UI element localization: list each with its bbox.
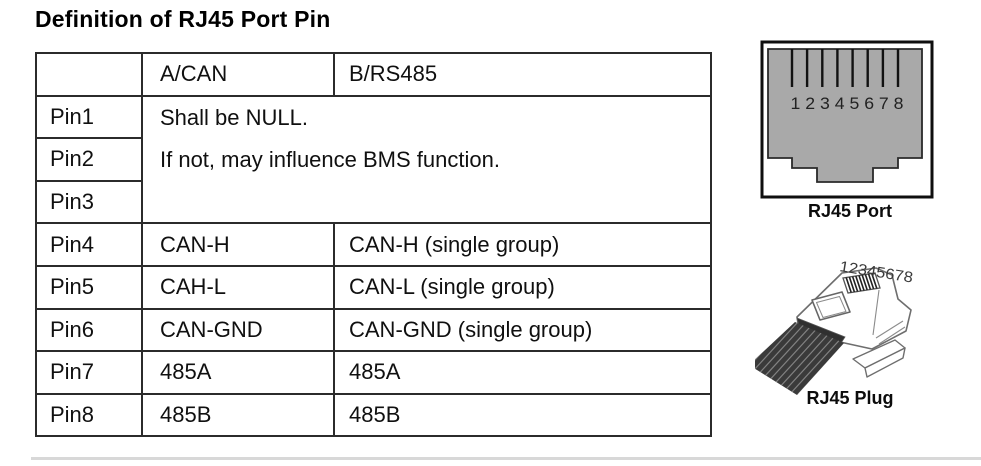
cell-b-rs485: CAN-L (single group) — [333, 264, 712, 310]
header-row: A/CAN B/RS485 — [35, 52, 712, 97]
note-line-1: Shall be NULL. — [160, 104, 308, 130]
cell-a-can: CAN-H — [141, 222, 335, 267]
cell-b-rs485: 485A — [333, 350, 712, 395]
cell-a-can: 485A — [141, 350, 335, 395]
bottom-divider — [31, 457, 981, 460]
plug-latch — [852, 339, 906, 378]
table-row: Pin7 485A 485A — [35, 350, 712, 395]
header-a-can: A/CAN — [141, 52, 335, 97]
pin-label-pin2: Pin2 — [35, 137, 143, 182]
table-row: Pin6 CAN-GND CAN-GND (single group) — [35, 307, 712, 353]
cell-b-rs485: CAN-GND (single group) — [333, 307, 712, 353]
cell-b-rs485: 485B — [333, 392, 712, 438]
table-row: Pin8 485B 485B — [35, 392, 712, 438]
plug-caption: RJ45 Plug — [806, 388, 894, 408]
plug-pin-hatch — [845, 273, 878, 293]
table-row: Pin1 Shall be NULL. If not, may influenc… — [35, 94, 712, 225]
pin-label-pin8: Pin8 — [35, 392, 143, 438]
page-title: Definition of RJ45 Port Pin — [35, 6, 331, 32]
cell-b-rs485: CAN-H (single group) — [333, 222, 712, 267]
pin-definition-table: A/CAN B/RS485 Pin1 Shall be NULL. If not… — [35, 52, 712, 438]
pin-label-pin1: Pin1 — [35, 94, 143, 140]
table-row: Pin3 — [35, 179, 711, 225]
table-row: Pin5 CAH-L CAN-L (single group) — [35, 264, 712, 310]
pin-label-pin4: Pin4 — [35, 222, 143, 267]
table-row: Pin2 — [35, 137, 711, 182]
port-pin-lines — [790, 49, 900, 87]
rj45-port-diagram: 1 2 3 4 5 6 7 8 — [760, 40, 934, 199]
pin-label-pin7: Pin7 — [35, 350, 143, 395]
port-pin-numbers: 1 2 3 4 5 6 7 8 — [791, 94, 904, 113]
rj45-plug-diagram: 12345678 — [755, 258, 914, 395]
header-b-rs485: B/RS485 — [333, 52, 712, 97]
table-row: Pin4 CAN-H CAN-H (single group) — [35, 222, 712, 267]
cell-a-can: CAH-L — [141, 264, 335, 310]
pin-label-pin5: Pin5 — [35, 264, 143, 310]
cell-a-can: 485B — [141, 392, 335, 438]
port-caption: RJ45 Port — [807, 201, 893, 221]
cell-a-can: CAN-GND — [141, 307, 335, 353]
pin-label-pin6: Pin6 — [35, 307, 143, 353]
pin-label-pin3: Pin3 — [35, 179, 143, 225]
plug-detail-lines — [872, 289, 906, 345]
note-line-2: If not, may influence BMS function. — [160, 147, 500, 173]
plug-window-inner — [816, 296, 847, 318]
null-note-cell: Shall be NULL. If not, may influence BMS… — [141, 94, 712, 225]
corner-cell — [35, 52, 143, 97]
